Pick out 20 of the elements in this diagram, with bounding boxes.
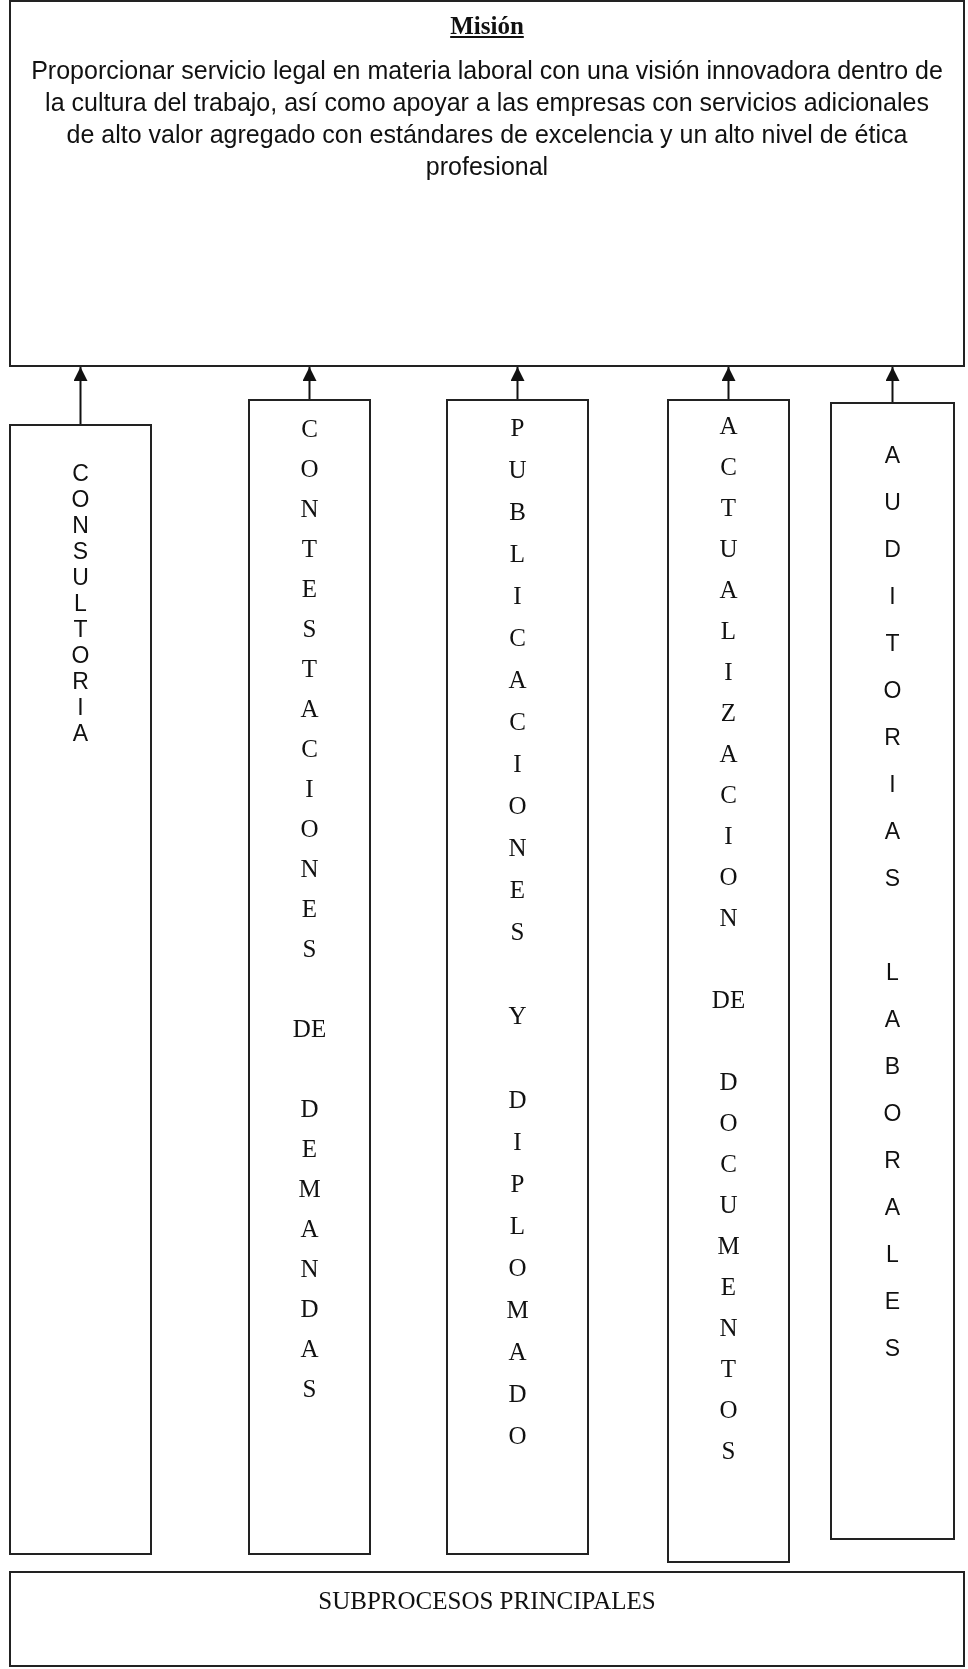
vertical-label: AUDITORIAS LABORALES (883, 441, 902, 1363)
mission-box (9, 0, 965, 367)
arrow (510, 366, 525, 400)
footer-text: SUBPROCESOS PRINCIPALES (318, 1587, 656, 1615)
process-column (9, 424, 152, 1555)
process-column (446, 399, 589, 1555)
vertical-label: PUBLICACIONES Y DIPLOMADO (506, 413, 529, 1451)
arrow (885, 366, 900, 403)
process-column (248, 399, 371, 1555)
heading: Misión (450, 12, 524, 40)
mission-text: Proporcionar servicio legal en materia laboral con una visión innovadora dentro de la cultura del trabajo, así como apoyar a las empresas con servicios adicionales de alto valor agregado con estándares de excelencia y un alto nivel de ética profesional (30, 55, 944, 182)
arrow (302, 366, 317, 400)
vertical-label: CONSULTORIA (71, 460, 90, 746)
footer-box (9, 1571, 965, 1667)
vertical-label: CONTESTACIONES DE DEMANDAS (292, 414, 327, 1404)
process-column (830, 402, 955, 1540)
vertical-label: ACTUALIZACION DE DOCUMENTOS (711, 411, 746, 1466)
arrow (721, 366, 736, 400)
arrow (73, 366, 88, 425)
process-column (667, 399, 790, 1563)
